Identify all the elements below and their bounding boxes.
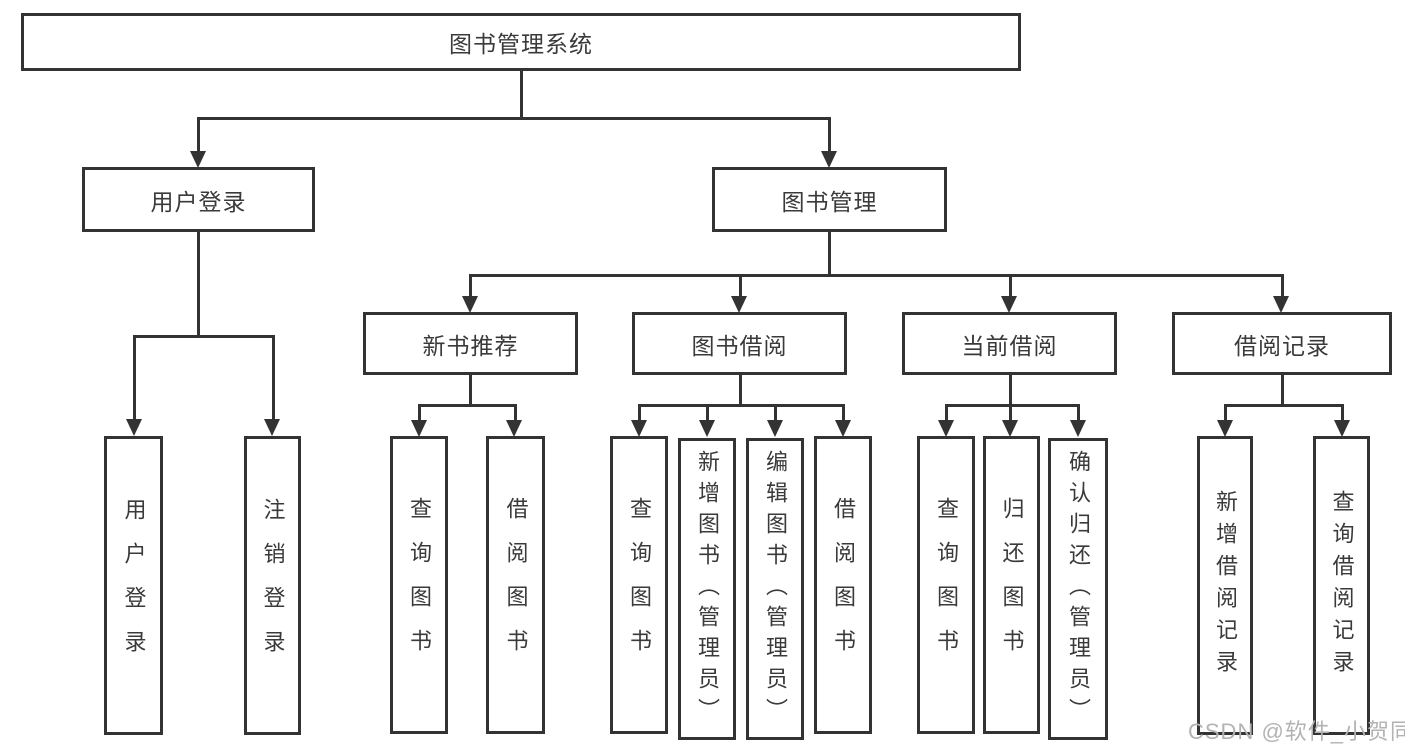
leaf-borrow-query-book: 查询图书 xyxy=(610,436,668,734)
leaf-edit-book-admin-label: 编辑图书（管理员） xyxy=(763,449,788,729)
leaf-add-book-admin: 新增图书（管理员） xyxy=(678,438,736,740)
current-borrow-node-label: 当前借阅 xyxy=(961,332,1058,359)
connector-to-leaf-user-login xyxy=(133,335,136,419)
user-login-node: 用户登录 xyxy=(82,167,315,232)
connector-to-add-book xyxy=(706,404,709,420)
arrow-to-leaf-logout xyxy=(264,419,280,436)
connector-to-new-book xyxy=(469,274,472,297)
leaf-borrow-borrow-book-label: 借阅图书 xyxy=(831,497,856,673)
connector-to-edit-book xyxy=(774,404,777,420)
leaf-current-query-book-label: 查询图书 xyxy=(934,497,959,673)
connector-user-login-stem xyxy=(197,232,200,337)
connector-new-book-bar xyxy=(418,404,517,407)
new-book-recommend-node: 新书推荐 xyxy=(363,312,578,375)
arrow-to-leaf-user-login xyxy=(126,419,142,436)
leaf-user-login-label: 用户登录 xyxy=(121,497,147,674)
leaf-recommend-borrow-book: 借阅图书 xyxy=(486,436,545,734)
connector-to-book-management xyxy=(828,117,831,152)
leaf-logout: 注销登录 xyxy=(244,436,301,735)
arrow-to-borrow-book xyxy=(835,420,851,437)
root-node: 图书管理系统 xyxy=(21,13,1021,71)
leaf-return-book-label: 归还图书 xyxy=(999,497,1025,673)
current-borrow-node: 当前借阅 xyxy=(902,312,1117,375)
leaf-add-borrow-record: 新增借阅记录 xyxy=(1197,436,1253,735)
connector-to-recommend-query xyxy=(418,404,421,420)
borrow-record-node: 借阅记录 xyxy=(1172,312,1392,375)
book-borrow-node: 图书借阅 xyxy=(632,312,847,375)
connector-to-leaf-logout xyxy=(272,335,275,419)
new-book-recommend-node-label: 新书推荐 xyxy=(422,332,519,359)
leaf-query-borrow-record: 查询借阅记录 xyxy=(1313,436,1370,735)
connector-root-bar xyxy=(197,117,831,120)
csdn-watermark: CSDN @软件_小贺同学 xyxy=(1188,719,1405,744)
borrow-record-node-label: 借阅记录 xyxy=(1234,332,1330,359)
connector-new-book-stem xyxy=(469,375,472,406)
connector-to-borrow-book xyxy=(842,404,845,420)
leaf-recommend-query-book: 查询图书 xyxy=(390,436,448,734)
connector-to-add-record xyxy=(1224,404,1227,420)
leaf-add-book-admin-label: 新增图书（管理员） xyxy=(695,449,720,729)
arrow-to-borrow-query xyxy=(631,420,647,437)
connector-to-current-query xyxy=(945,404,948,420)
leaf-edit-book-admin: 编辑图书（管理员） xyxy=(746,438,804,740)
user-login-node-label: 用户登录 xyxy=(150,188,247,215)
connector-to-user-login xyxy=(197,117,200,152)
connector-to-borrow-record xyxy=(1281,274,1284,297)
arrow-to-current-borrow xyxy=(1001,296,1017,313)
arrow-to-return-book xyxy=(1002,420,1018,437)
book-management-node: 图书管理 xyxy=(712,167,947,232)
leaf-current-query-book: 查询图书 xyxy=(917,436,975,734)
arrow-to-recommend-query xyxy=(411,420,427,437)
connector-to-confirm-return xyxy=(1077,404,1080,420)
connector-to-borrow-query xyxy=(638,404,641,420)
connector-record-stem xyxy=(1281,375,1284,406)
arrow-to-confirm-return xyxy=(1070,420,1086,437)
arrow-to-edit-book xyxy=(767,420,783,437)
leaf-borrow-query-book-label: 查询图书 xyxy=(627,497,652,673)
connector-record-bar xyxy=(1224,404,1344,407)
leaf-add-borrow-record-label: 新增借阅记录 xyxy=(1213,489,1238,682)
book-management-node-label: 图书管理 xyxy=(781,188,878,215)
arrow-to-add-record xyxy=(1217,420,1233,437)
connector-current-bar xyxy=(945,404,1080,407)
root-node-label: 图书管理系统 xyxy=(449,31,593,57)
arrow-to-book-management xyxy=(821,151,837,168)
connector-book-borrow-bar xyxy=(638,404,845,407)
connector-to-book-borrow xyxy=(739,274,742,297)
connector-to-current-borrow xyxy=(1009,274,1012,297)
leaf-borrow-borrow-book: 借阅图书 xyxy=(814,436,872,734)
arrow-to-add-book xyxy=(699,420,715,437)
connector-root-stem xyxy=(520,70,523,118)
arrow-to-query-record xyxy=(1334,420,1350,437)
arrow-to-recommend-borrow xyxy=(506,420,522,437)
leaf-recommend-query-book-label: 查询图书 xyxy=(407,497,432,673)
arrow-to-new-book xyxy=(462,296,478,313)
leaf-query-borrow-record-label: 查询借阅记录 xyxy=(1329,489,1355,682)
connector-book-mgmt-bar xyxy=(469,274,1284,277)
connector-book-mgmt-stem xyxy=(828,232,831,276)
book-borrow-node-label: 图书借阅 xyxy=(691,332,788,359)
arrow-to-borrow-record xyxy=(1273,296,1289,313)
connector-to-query-record xyxy=(1341,404,1344,420)
leaf-confirm-return-admin-label: 确认归还（管理员） xyxy=(1066,449,1091,729)
arrow-to-user-login xyxy=(190,151,206,168)
arrow-to-book-borrow xyxy=(731,296,747,313)
leaf-recommend-borrow-book-label: 借阅图书 xyxy=(503,497,529,673)
connector-current-stem xyxy=(1009,375,1012,406)
leaf-logout-label: 注销登录 xyxy=(260,497,286,674)
connector-to-return-book xyxy=(1009,404,1012,420)
leaf-return-book: 归还图书 xyxy=(983,436,1040,734)
connector-to-recommend-borrow xyxy=(514,404,517,420)
leaf-user-login: 用户登录 xyxy=(104,436,163,735)
connector-book-borrow-stem xyxy=(739,375,742,406)
connector-user-login-bar xyxy=(133,335,275,338)
arrow-to-current-query xyxy=(938,420,954,437)
leaf-confirm-return-admin: 确认归还（管理员） xyxy=(1048,438,1108,740)
